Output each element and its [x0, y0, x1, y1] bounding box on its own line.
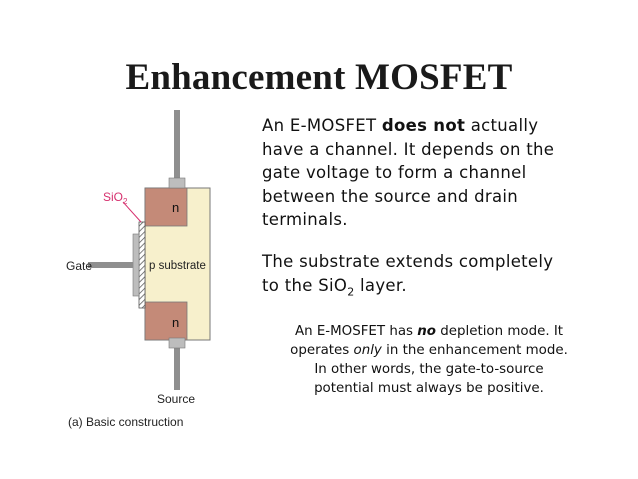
note-line4: potential must always be positive.	[314, 381, 544, 396]
source-contact	[168, 337, 186, 349]
para1-line2: have a channel. It depends on the	[262, 139, 555, 159]
note-line2: operates only in the enhancement mode.	[290, 343, 568, 358]
source-n-region	[144, 301, 188, 341]
emphasis-no: no	[417, 324, 436, 339]
para2-line2: to the SiO2 layer.	[262, 275, 407, 298]
depletion-note: An E-MOSFET has no depletion mode. It op…	[254, 322, 604, 398]
gate-label: Gate	[66, 259, 92, 273]
sio2-layer	[138, 221, 146, 309]
para1-line3: gate voltage to form a channel	[262, 163, 527, 182]
note-line1: An E-MOSFET has no depletion mode. It	[294, 324, 564, 339]
slide-title: Enhancement MOSFET	[125, 57, 513, 98]
gate-lead	[88, 262, 133, 268]
note-line3: In other words, the gate-to-source	[314, 362, 544, 377]
subscript-2: 2	[347, 284, 355, 298]
source-lead	[174, 338, 180, 390]
drain-n-label: n	[172, 200, 179, 215]
substrate-paragraph: The substrate extends completely to the …	[262, 250, 632, 303]
emphasis-only: only	[353, 343, 382, 358]
source-n-label: n	[172, 315, 179, 330]
gate-electrode	[132, 233, 140, 297]
para1-line1: An E-MOSFET does not actually	[262, 116, 539, 135]
mosfet-diagram: SiO2 n Gate p substrate n Source (a) Bas…	[66, 110, 211, 429]
para1-line4: between the source and drain	[262, 186, 519, 206]
emphasis-does-not: does not	[381, 116, 466, 135]
description-paragraph: An E-MOSFET does not actually have a cha…	[262, 114, 632, 232]
drain-lead	[174, 110, 180, 178]
para2-line1: The substrate extends completely	[262, 252, 554, 271]
drain-contact	[168, 177, 186, 189]
substrate-label: p substrate	[149, 260, 206, 272]
source-label: Source	[157, 392, 195, 406]
drain-n-region	[144, 187, 188, 227]
para1-line5: terminals.	[262, 210, 348, 229]
diagram-caption: (a) Basic construction	[68, 415, 183, 429]
sio2-pointer	[122, 201, 142, 223]
sio2-label: SiO2	[103, 190, 128, 206]
